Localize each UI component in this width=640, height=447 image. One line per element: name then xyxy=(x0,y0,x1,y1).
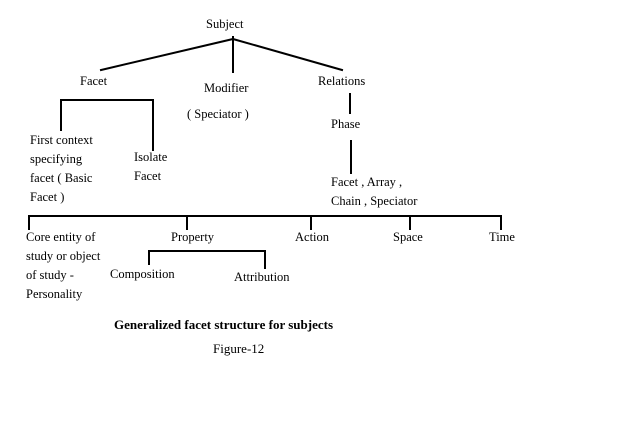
attribution-label: Attribution xyxy=(234,270,290,284)
text-line: specifying xyxy=(30,152,83,166)
text-line: Facet ) xyxy=(30,190,65,204)
facet-label: Facet xyxy=(80,74,108,88)
text-line: Facet xyxy=(134,169,162,183)
text-line: of study - xyxy=(26,268,74,282)
phase-types-label: Facet , Array , Chain , Speciator xyxy=(331,173,417,211)
text-line: facet ( Basic xyxy=(30,171,93,185)
space-label: Space xyxy=(393,230,423,244)
isolate-facet-label: Isolate Facet xyxy=(134,148,167,186)
phase-label: Phase xyxy=(331,117,361,131)
text-line: study or object xyxy=(26,249,101,263)
text-line: Personality xyxy=(26,287,83,301)
text-line: Core entity of xyxy=(26,230,96,244)
core-entity-label: Core entity of study or object of study … xyxy=(26,228,100,304)
subject-label: Subject xyxy=(206,17,244,31)
text-line: Isolate xyxy=(134,150,168,164)
text-line: Facet , Array , xyxy=(331,175,403,189)
text-line: First context xyxy=(30,133,93,147)
property-label: Property xyxy=(171,230,215,244)
relations-label: Relations xyxy=(318,74,366,88)
modifier-label: Modifier xyxy=(204,81,249,95)
figure-caption-title: Generalized facet structure for subjects xyxy=(114,317,334,332)
figure-number: Figure-12 xyxy=(213,341,265,356)
speciator-note: ( Speciator ) xyxy=(187,107,249,121)
connector-line xyxy=(231,37,344,72)
text-line: Chain , Speciator xyxy=(331,194,418,208)
first-context-facet-label: First context specifying facet ( Basic F… xyxy=(30,131,93,207)
action-label: Action xyxy=(295,230,330,244)
composition-label: Composition xyxy=(110,267,175,281)
time-label: Time xyxy=(489,230,515,244)
connector-line xyxy=(99,37,235,72)
